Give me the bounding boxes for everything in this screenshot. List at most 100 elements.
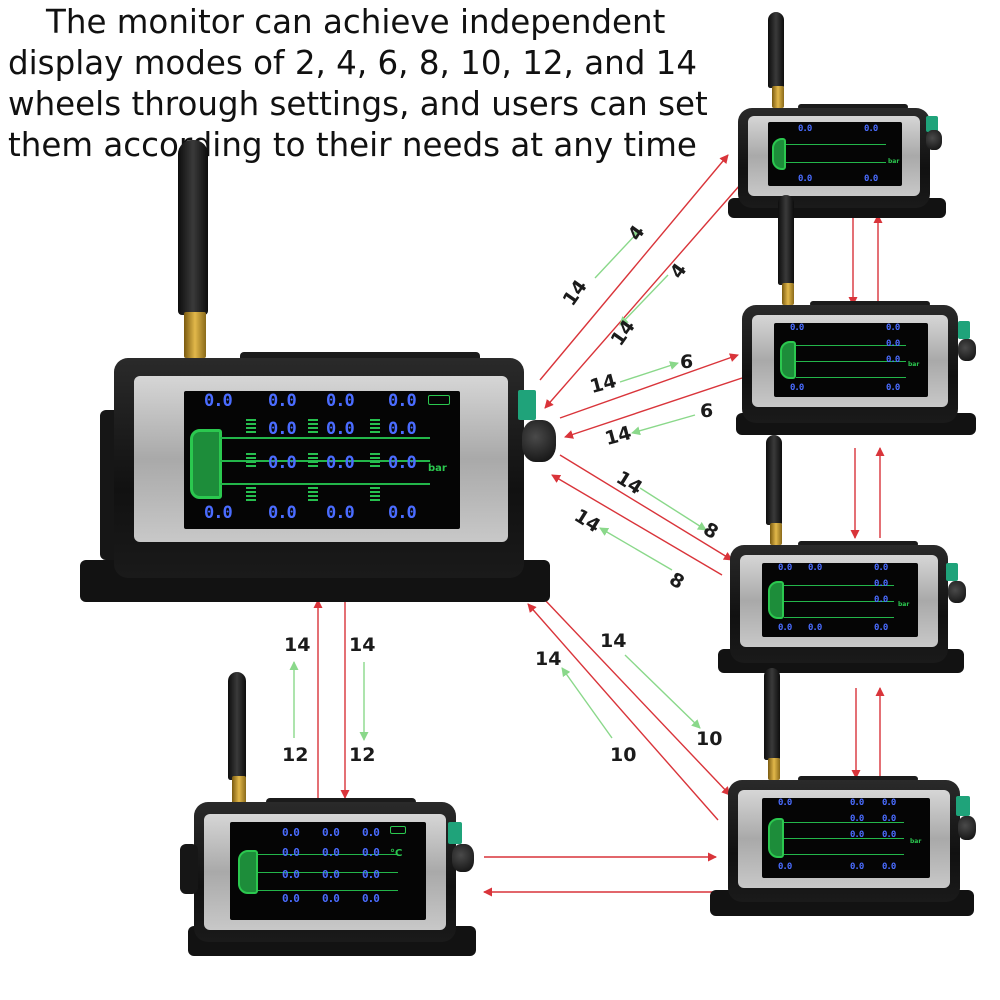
level-bars xyxy=(370,453,380,469)
tire-reading: 0.0 xyxy=(268,503,297,523)
side-knob[interactable] xyxy=(958,816,976,840)
tire-reading: 0.0 xyxy=(808,563,822,573)
label-14-from-10: 14 xyxy=(535,648,562,670)
display-screen: 0.0 0.0 0.0 0.0 bar xyxy=(768,122,902,186)
level-bars xyxy=(308,419,318,435)
axle-line xyxy=(220,483,430,485)
axle-line xyxy=(784,617,894,618)
level-bars xyxy=(308,487,318,503)
arrow-red-to-4 xyxy=(539,154,729,381)
display-screen: 0.0 0.0 0.0 0.0 0.0 0.0 0.0 0.0 0.0 0.0 … xyxy=(230,822,426,920)
axle-line xyxy=(784,585,894,586)
power-tab[interactable] xyxy=(958,321,970,339)
temperature-unit: °C xyxy=(390,848,403,859)
tire-reading: 0.0 xyxy=(326,391,355,411)
power-tab[interactable] xyxy=(946,563,958,581)
axle-line xyxy=(796,377,906,378)
pressure-unit: bar xyxy=(888,158,900,165)
arrow-red-from-8 xyxy=(551,474,723,576)
tire-reading: 0.0 xyxy=(322,892,340,905)
arrow-green-to-10 xyxy=(624,654,701,729)
tire-reading: 0.0 xyxy=(388,419,417,439)
power-tab[interactable] xyxy=(518,390,536,420)
side-knob[interactable] xyxy=(522,420,556,462)
tire-reading: 0.0 xyxy=(882,862,896,872)
tire-reading: 0.0 xyxy=(268,419,297,439)
antenna xyxy=(764,668,780,760)
tire-reading: 0.0 xyxy=(282,892,300,905)
axle-line xyxy=(258,890,398,891)
axle-line xyxy=(796,361,906,362)
tire-reading: 0.0 xyxy=(778,862,792,872)
tire-reading: 0.0 xyxy=(388,453,417,473)
monitor-4-wheel: 0.0 0.0 0.0 0.0 bar xyxy=(728,12,948,222)
tire-reading: 0.0 xyxy=(798,174,812,184)
battery-icon xyxy=(390,826,406,834)
tire-reading: 0.0 xyxy=(874,623,888,633)
antenna xyxy=(178,140,208,315)
tire-reading: 0.0 xyxy=(850,862,864,872)
arrow-red-to-10 xyxy=(544,599,731,796)
tire-reading: 0.0 xyxy=(268,453,297,473)
arrow-red-to-8 xyxy=(559,454,733,561)
button-bar xyxy=(810,301,930,307)
truck-cab-icon xyxy=(768,581,784,619)
antenna xyxy=(778,195,794,285)
pressure-unit: bar xyxy=(898,601,910,608)
tire-reading: 0.0 xyxy=(778,623,792,633)
label-6-to-14: 6 xyxy=(700,400,714,422)
axle-line xyxy=(258,854,398,855)
antenna xyxy=(766,435,782,525)
button-bar xyxy=(798,776,918,782)
battery-icon xyxy=(428,395,450,405)
antenna xyxy=(768,12,784,88)
arrow-green-from-10 xyxy=(561,667,613,739)
tire-reading: 0.0 xyxy=(326,503,355,523)
antenna-connector xyxy=(772,86,784,108)
tire-reading: 0.0 xyxy=(882,814,896,824)
antenna xyxy=(228,672,246,780)
arrow-green-to-4 xyxy=(594,229,641,279)
power-tab[interactable] xyxy=(956,796,970,816)
axle-line xyxy=(796,345,906,346)
axle-line xyxy=(784,822,904,823)
tire-reading: 0.0 xyxy=(204,503,233,523)
level-bars xyxy=(246,487,256,503)
antenna-connector xyxy=(770,523,782,545)
stand-hinge-left xyxy=(180,844,198,894)
tire-reading: 0.0 xyxy=(282,868,300,881)
label-10-from-14: 10 xyxy=(696,728,723,750)
side-knob[interactable] xyxy=(926,130,942,150)
tire-reading: 0.0 xyxy=(874,595,888,605)
tire-reading: 0.0 xyxy=(326,453,355,473)
axle-line xyxy=(784,601,894,602)
tire-reading: 0.0 xyxy=(362,846,380,859)
level-bars xyxy=(246,453,256,469)
arrow-red-from-4 xyxy=(544,184,741,409)
pressure-unit: bar xyxy=(428,463,447,474)
tire-reading: 0.0 xyxy=(322,868,340,881)
tire-reading: 0.0 xyxy=(882,798,896,808)
tire-reading: 0.0 xyxy=(204,391,233,411)
side-knob[interactable] xyxy=(452,844,474,872)
axle-line xyxy=(784,838,904,839)
power-tab[interactable] xyxy=(926,116,938,132)
axle-line xyxy=(786,162,886,163)
label-14-from-12: 14 xyxy=(284,634,311,656)
side-knob[interactable] xyxy=(958,339,976,361)
tire-reading: 0.0 xyxy=(886,383,900,393)
display-screen: bar 0.0 0.0 0.0 0.0 0.0 0.0 0.0 0.0 0.0 … xyxy=(184,391,460,529)
tire-reading: 0.0 xyxy=(798,124,812,134)
label-12-from-14: 12 xyxy=(349,744,376,766)
power-tab[interactable] xyxy=(448,822,462,844)
level-bars xyxy=(308,453,318,469)
tire-reading: 0.0 xyxy=(850,814,864,824)
tire-reading: 0.0 xyxy=(362,892,380,905)
label-6-from-14: 6 xyxy=(680,351,694,373)
monitor-12-wheel: 0.0 0.0 0.0 0.0 0.0 0.0 0.0 0.0 0.0 0.0 … xyxy=(176,672,486,962)
side-knob[interactable] xyxy=(948,581,966,603)
tire-reading: 0.0 xyxy=(388,391,417,411)
tire-reading: 0.0 xyxy=(886,339,900,349)
tire-reading: 0.0 xyxy=(886,323,900,333)
truck-cab-icon xyxy=(772,138,786,170)
